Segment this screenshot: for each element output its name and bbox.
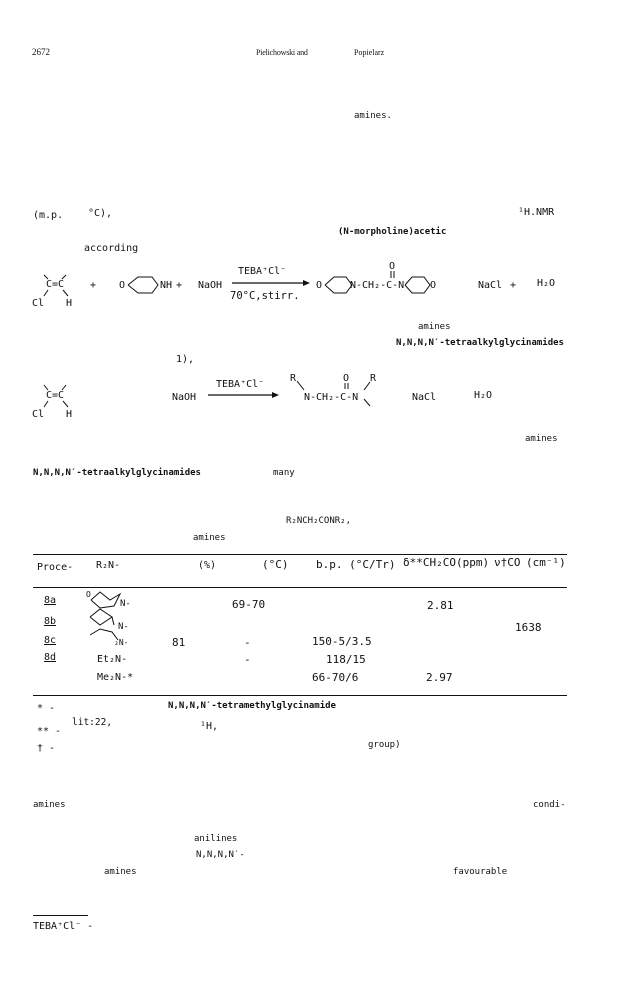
scheme2-water: H₂O bbox=[474, 390, 493, 401]
th-bp: b.p. (°C/Tr) bbox=[316, 558, 396, 571]
footnote-dagger: † - bbox=[37, 743, 56, 754]
footnote-separator bbox=[33, 915, 88, 916]
scheme2-naoh: NaOH bbox=[172, 392, 197, 403]
scheme1-alkene: C=C bbox=[46, 279, 65, 290]
scheme1-morpholine-o: O bbox=[119, 280, 126, 291]
text-amines: amines. bbox=[354, 111, 392, 121]
row-0-amine: N- bbox=[120, 599, 131, 609]
text-ref-1: 1), bbox=[176, 354, 195, 365]
scheme2-carbonyl-o: O bbox=[343, 373, 350, 384]
text-amines-3: amines bbox=[525, 434, 558, 444]
scheme1-carbonyl-o: O bbox=[389, 261, 396, 272]
scheme1-product-o-left: O bbox=[316, 280, 323, 291]
text-tetraalkyl-2: N,N,N,N′-tetraalkylglycinamides bbox=[33, 468, 201, 478]
row-0-mp: 69-70 bbox=[232, 598, 266, 611]
table-caption-formula: R₂NCH₂CONR₂, bbox=[286, 516, 352, 526]
scheme1-plus-1: + bbox=[90, 280, 97, 291]
table-caption-amines: amines bbox=[193, 533, 226, 543]
text-h-nmr: ¹H.NMR bbox=[518, 207, 555, 218]
th-ir: ν†CO bbox=[494, 556, 521, 569]
footnote-group: group) bbox=[368, 740, 401, 750]
footnote-star: * - bbox=[37, 703, 56, 714]
th-shift: δ**CH₂CO(ppm) bbox=[403, 556, 490, 569]
text-according: according bbox=[84, 243, 139, 254]
row-3-proc: 8d bbox=[44, 652, 57, 663]
th-mp: (°C) bbox=[262, 558, 289, 571]
scheme2-cl: Cl bbox=[32, 409, 45, 420]
footnote-star-text: N,N,N,N′-tetramethylglycinamide bbox=[168, 701, 336, 711]
scheme1-h: H bbox=[66, 298, 73, 309]
row-0-shift: 2.81 bbox=[427, 599, 454, 612]
text-mp-degree: °C), bbox=[88, 208, 113, 219]
row-1-amine: N- bbox=[118, 622, 129, 632]
table-top-rule bbox=[33, 554, 567, 555]
row-1-ir: 1638 bbox=[515, 621, 542, 634]
text-morpholine-acetic: (N-morpholine)acetic bbox=[338, 227, 447, 237]
scheme1-catalyst: TEBA⁺Cl⁻ bbox=[238, 266, 287, 277]
row-0-o-label: O bbox=[86, 590, 91, 599]
scheme2-r-left: R bbox=[290, 373, 297, 384]
text-condi: condi- bbox=[533, 800, 566, 810]
scheme1-nacl: NaCl bbox=[478, 280, 503, 291]
scheme1-product-o-right: O bbox=[430, 280, 437, 291]
scheme2-nacl: NaCl bbox=[412, 392, 437, 403]
scheme1-water: H₂O bbox=[537, 278, 556, 289]
scheme1-cl: Cl bbox=[32, 298, 45, 309]
row-4-amine: Me₂N-* bbox=[97, 672, 134, 683]
running-head-authors: Pielichowski and bbox=[256, 48, 308, 57]
text-amines-5: amines bbox=[104, 867, 137, 877]
scheme1-naoh: NaOH bbox=[198, 280, 223, 291]
row-2-mp: - bbox=[244, 636, 251, 649]
th-yield: (%) bbox=[198, 560, 217, 571]
th-r2n: R₂N- bbox=[96, 560, 121, 571]
scheme2-h: H bbox=[66, 409, 73, 420]
running-head-author-2: Popielarz bbox=[354, 48, 385, 57]
row-2-bp: 150-5/3.5 bbox=[312, 635, 372, 648]
text-favourable: favourable bbox=[453, 867, 508, 877]
scheme2-r-right: R bbox=[370, 373, 377, 384]
text-mp: (m.p. bbox=[33, 210, 64, 221]
row-4-shift: 2.97 bbox=[426, 671, 453, 684]
footnote-teba: TEBA⁺Cl⁻ - bbox=[33, 921, 94, 932]
scheme1-morpholine-nh: NH bbox=[160, 280, 173, 291]
row-1-proc: 8b bbox=[44, 616, 57, 627]
footnote-lit: lit:22, bbox=[72, 717, 113, 728]
row-3-bp: 118/15 bbox=[326, 653, 366, 666]
text-amines-4: amines bbox=[33, 800, 66, 810]
row-3-amine: Et₂N- bbox=[97, 654, 128, 665]
page-number: 2672 bbox=[32, 47, 50, 57]
footnote-dstar-text: ¹H, bbox=[200, 721, 219, 732]
text-nnn: N,N,N,N′- bbox=[196, 850, 245, 860]
row-0-proc: 8a bbox=[44, 595, 57, 606]
table-bottom-rule bbox=[33, 695, 567, 696]
table-header-rule bbox=[33, 587, 567, 588]
text-many: many bbox=[273, 468, 295, 478]
row-4-bp: 66-70/6 bbox=[312, 671, 359, 684]
footnote-dstar: ** - bbox=[37, 726, 62, 737]
th-procedure: Proce- bbox=[37, 562, 74, 573]
scheme1-product-chain: N-CH₂-C-N bbox=[350, 280, 405, 291]
text-anilines: anilines bbox=[194, 834, 238, 844]
row-2-yield: 81 bbox=[172, 636, 186, 649]
th-ir-unit: (cm⁻¹) bbox=[526, 556, 566, 569]
text-tetraalkyl-1: N,N,N,N′-tetraalkylglycinamides bbox=[396, 338, 564, 348]
scheme1-conditions: 70°C,stirr. bbox=[230, 290, 300, 302]
text-amines-2: amines bbox=[418, 322, 451, 332]
scheme1-plus-2: + bbox=[176, 280, 183, 291]
row-2-amine: ₂N- bbox=[114, 638, 129, 647]
row-2-proc: 8c bbox=[44, 635, 57, 646]
scheme2-catalyst: TEBA⁺Cl⁻ bbox=[216, 379, 265, 390]
scheme2-product-chain: N-CH₂-C-N bbox=[304, 392, 359, 403]
row-3-mp: - bbox=[244, 653, 251, 666]
scheme1-plus-3: + bbox=[510, 280, 517, 291]
scheme2-alkene: C=C bbox=[46, 390, 65, 401]
